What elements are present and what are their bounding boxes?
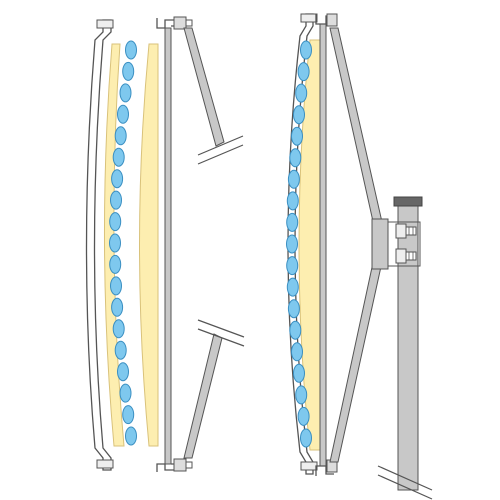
bead bbox=[286, 234, 298, 254]
bead bbox=[114, 340, 127, 360]
bead bbox=[125, 40, 137, 60]
pole-cap bbox=[393, 196, 423, 207]
clamp-upper-bolt-head bbox=[395, 223, 407, 239]
bead-column-exploded bbox=[109, 40, 137, 446]
upper-break-line-1 bbox=[197, 135, 244, 156]
front-cover-plate bbox=[85, 19, 112, 471]
bead bbox=[111, 169, 124, 189]
bead bbox=[114, 126, 127, 146]
bottom-bolt bbox=[173, 458, 187, 472]
front-cover-top-clip bbox=[96, 19, 114, 29]
bead bbox=[119, 383, 132, 403]
bead bbox=[117, 362, 129, 382]
bead bbox=[286, 256, 299, 276]
bead bbox=[286, 191, 299, 211]
pole-base-line-1 bbox=[377, 465, 433, 491]
exploded-view bbox=[85, 16, 245, 472]
assembled-cover-bottom-clip bbox=[300, 461, 318, 471]
bead bbox=[289, 320, 302, 340]
bead bbox=[291, 342, 303, 362]
bead-column-assembled bbox=[286, 40, 312, 448]
bead bbox=[112, 147, 125, 167]
bead bbox=[300, 428, 312, 448]
assembled-upper-strut bbox=[329, 27, 383, 227]
bead bbox=[297, 406, 310, 426]
bead bbox=[286, 212, 299, 232]
bead bbox=[110, 276, 122, 296]
upper-strut bbox=[183, 27, 225, 147]
bead bbox=[110, 190, 122, 210]
bead bbox=[117, 104, 129, 124]
bead bbox=[293, 363, 305, 383]
bead bbox=[293, 105, 305, 125]
bead bbox=[109, 254, 122, 274]
bottom-nut bbox=[185, 461, 193, 469]
bead bbox=[297, 62, 310, 82]
top-nut bbox=[185, 19, 193, 27]
bead bbox=[122, 61, 135, 81]
clamp-upper-nut bbox=[405, 226, 417, 236]
bead bbox=[291, 126, 303, 146]
bead bbox=[112, 319, 125, 339]
bead bbox=[111, 297, 124, 317]
support-pole bbox=[397, 204, 419, 491]
bead bbox=[300, 40, 312, 60]
bead bbox=[286, 277, 299, 297]
bead bbox=[109, 212, 122, 232]
pole-base-line-2 bbox=[377, 474, 433, 500]
pole-clamp-bracket bbox=[371, 218, 389, 270]
bead bbox=[109, 233, 121, 253]
assembled-lower-strut bbox=[329, 257, 383, 463]
back-insulation-pad bbox=[139, 43, 159, 447]
bead bbox=[125, 426, 137, 446]
assembled-cover-top-clip bbox=[300, 13, 318, 23]
front-cover-bottom-clip bbox=[96, 459, 114, 469]
bead bbox=[287, 299, 300, 319]
bead bbox=[119, 83, 132, 103]
bead bbox=[295, 83, 308, 103]
bead bbox=[289, 148, 302, 168]
clamp-lower-nut bbox=[405, 251, 417, 261]
upper-break-line-2 bbox=[197, 144, 244, 165]
bead bbox=[122, 405, 135, 425]
clamp-lower-bolt-head bbox=[395, 248, 407, 264]
bead bbox=[287, 169, 300, 189]
assembled-bottom-flange bbox=[315, 465, 334, 476]
assembled-back-plate bbox=[319, 23, 327, 467]
assembled-view-on-pole bbox=[286, 13, 433, 500]
pole-clamp-band bbox=[387, 221, 421, 267]
lower-break-line-1 bbox=[197, 319, 245, 338]
lower-strut bbox=[183, 333, 223, 459]
assembled-top-bolt bbox=[326, 13, 338, 27]
top-bolt bbox=[173, 16, 187, 30]
lower-break-line-2 bbox=[197, 328, 245, 347]
bead bbox=[295, 385, 308, 405]
back-mounting-plate bbox=[164, 27, 172, 465]
